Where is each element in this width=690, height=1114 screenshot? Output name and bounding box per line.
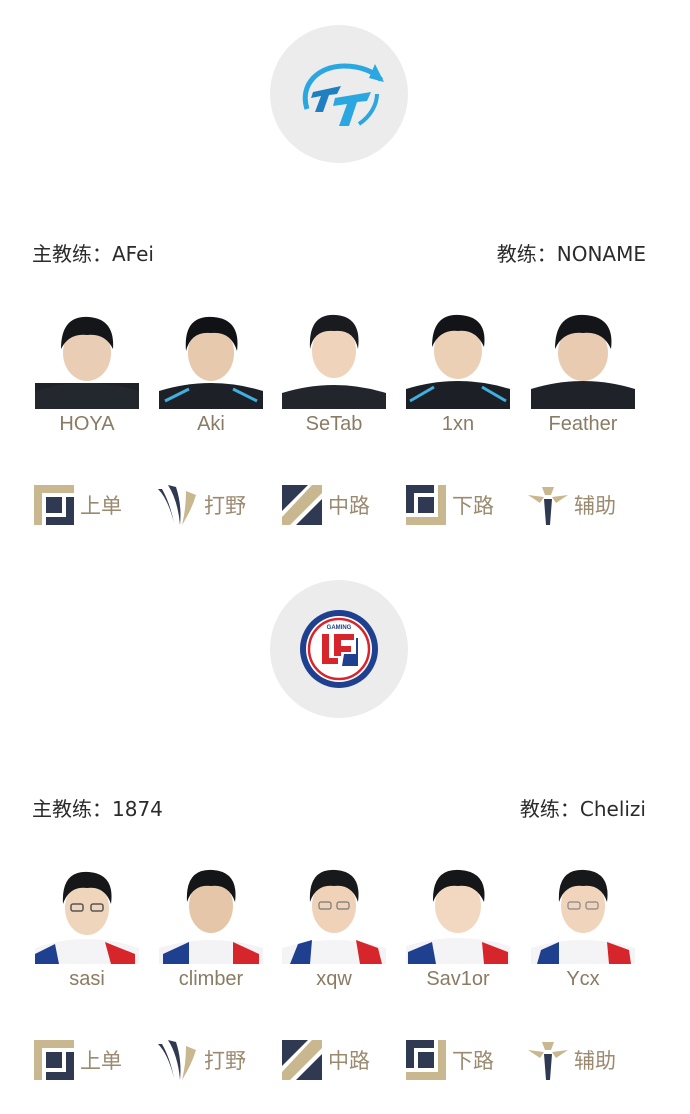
player-photo — [35, 305, 139, 409]
coach-label: 教练：NONAME — [496, 242, 646, 266]
bot-lane-icon — [406, 1040, 446, 1080]
player-photo — [406, 860, 510, 964]
head-coach-label: 主教练：1874 — [32, 797, 163, 821]
player-name: HOYA — [59, 413, 115, 435]
player-name: sasi — [69, 968, 105, 990]
player-name: Feather — [548, 413, 618, 435]
role-top: 上单 — [32, 483, 122, 527]
mid-lane-icon — [282, 1040, 322, 1080]
player-name: xqw — [316, 968, 352, 990]
player-card[interactable]: Aki — [156, 305, 266, 436]
player-name: Aki — [197, 413, 225, 435]
role-label: 中路 — [328, 1049, 370, 1073]
top-lane-icon — [34, 485, 74, 525]
lgd-logo-text: GAMING — [327, 625, 352, 631]
role-support: 辅助 — [526, 483, 616, 527]
player-card[interactable]: Feather — [528, 305, 638, 436]
player-photo — [159, 305, 263, 409]
role-bot: 下路 — [404, 483, 494, 527]
tt-logo-icon — [302, 63, 384, 126]
bot-lane-icon — [406, 485, 446, 525]
player-name: climber — [178, 968, 244, 990]
player-card[interactable]: SeTab — [279, 305, 389, 436]
role-label: 辅助 — [574, 1049, 616, 1073]
role-mid: 中路 — [280, 483, 370, 527]
team-logo-lgd[interactable]: GAMING — [270, 580, 408, 718]
player-card[interactable]: Sav1or — [403, 860, 513, 991]
player-photo — [531, 305, 635, 409]
jungle-icon — [158, 1040, 196, 1080]
role-label: 辅助 — [574, 494, 616, 518]
role-label: 打野 — [204, 1049, 246, 1073]
mid-lane-icon — [282, 485, 322, 525]
role-top: 上单 — [32, 1038, 122, 1082]
player-photo — [35, 860, 139, 964]
top-lane-icon — [34, 1040, 74, 1080]
team-logo-tt[interactable] — [270, 25, 408, 163]
role-mid: 中路 — [280, 1038, 370, 1082]
player-card[interactable]: sasi — [32, 860, 142, 991]
player-name: 1xn — [441, 413, 475, 435]
role-label: 下路 — [452, 1049, 494, 1073]
player-card[interactable]: 1xn — [403, 305, 513, 436]
role-jungle: 打野 — [156, 1038, 246, 1082]
player-photo — [406, 305, 510, 409]
role-support: 辅助 — [526, 1038, 616, 1082]
coach-row: 主教练：1874 教练：Chelizi — [32, 793, 646, 822]
role-bot: 下路 — [404, 1038, 494, 1082]
player-card[interactable]: Ycx — [528, 860, 638, 991]
player-card[interactable]: HOYA — [32, 305, 142, 436]
coach-label: 教练：Chelizi — [519, 797, 646, 821]
player-photo — [531, 860, 635, 964]
player-photo — [282, 305, 386, 409]
support-icon — [528, 1042, 568, 1080]
jungle-icon — [158, 485, 196, 525]
player-card[interactable]: climber — [156, 860, 266, 991]
support-icon — [528, 487, 568, 525]
player-name: Ycx — [566, 968, 600, 990]
player-photo — [159, 860, 263, 964]
player-name: Sav1or — [426, 968, 490, 990]
player-photo — [282, 860, 386, 964]
coach-row: 主教练：AFei 教练：NONAME — [32, 238, 646, 267]
head-coach-label: 主教练：AFei — [32, 242, 154, 266]
role-jungle: 打野 — [156, 483, 246, 527]
lgd-logo-icon: GAMING — [300, 610, 378, 688]
role-label: 上单 — [80, 1049, 122, 1073]
player-name: SeTab — [305, 413, 363, 435]
role-label: 中路 — [328, 494, 370, 518]
role-label: 上单 — [80, 494, 122, 518]
role-label: 下路 — [452, 494, 494, 518]
player-card[interactable]: xqw — [279, 860, 389, 991]
role-label: 打野 — [204, 494, 246, 518]
